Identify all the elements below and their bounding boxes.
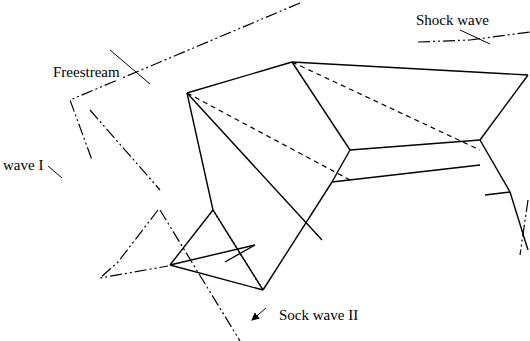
shock-lines [70, 3, 530, 341]
wave-two-arrow [252, 308, 266, 320]
aircraft-outline [170, 62, 528, 290]
figure-label: wave I [2, 157, 44, 173]
shock-leader [460, 30, 490, 44]
wave-one-leader [48, 166, 62, 178]
figure-label: Sock wave II [278, 307, 359, 323]
hidden-edges [187, 62, 480, 180]
leader-lines [48, 30, 490, 320]
shock-wave-two [160, 210, 240, 341]
shock-wave-one-line [90, 110, 160, 190]
shock-wave-one [100, 210, 168, 278]
freestream-shock [70, 3, 300, 160]
figure-label: Freestream [52, 64, 121, 80]
figure-label: Shock wave [415, 12, 490, 28]
dotted-edge [213, 210, 263, 290]
